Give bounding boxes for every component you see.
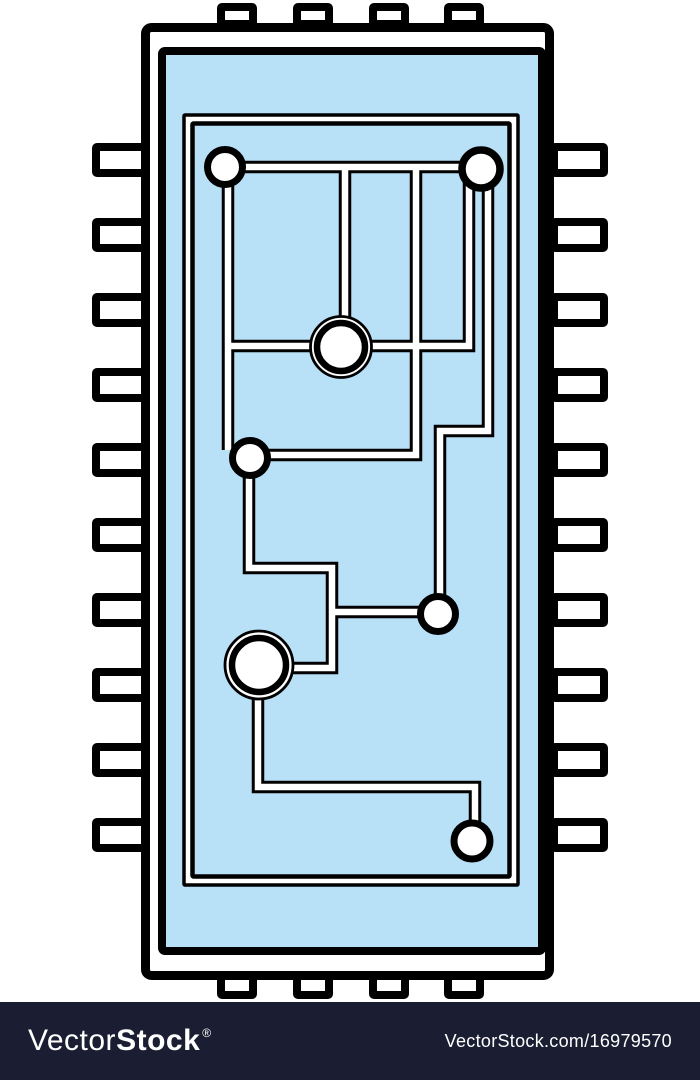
trace-node2-step-to-node5 <box>436 182 492 605</box>
chip-pin-top <box>444 3 484 28</box>
chip-pin-top <box>369 3 409 28</box>
node-top-left <box>204 146 246 188</box>
chip-pin-left <box>92 218 150 252</box>
node-mid-left <box>229 437 271 479</box>
chip-pin-left <box>92 293 150 327</box>
node-top-right <box>458 146 504 192</box>
node-bottom-right <box>450 819 494 863</box>
chip-pin-right <box>550 743 608 777</box>
image-credit-url: VectorStock.com/16979570 <box>444 1030 672 1051</box>
chip-pin-right <box>550 143 608 177</box>
chip-pin-right <box>550 593 608 627</box>
chip-pin-right <box>550 218 608 252</box>
logo-text-bold: Stock <box>116 1024 201 1057</box>
chip-pin-top <box>217 3 257 28</box>
chip-pin-right <box>550 293 608 327</box>
chip-pin-left <box>92 743 150 777</box>
chip-pin-left <box>92 593 150 627</box>
chip-pin-right <box>550 443 608 477</box>
logo-text-light: Vector <box>28 1024 117 1057</box>
trace-mid-horizontal-up-right <box>228 182 473 350</box>
trace-node6-to-node7 <box>254 692 479 828</box>
trace-top-down-to-node4 <box>262 167 420 459</box>
chip-pin-left <box>92 143 150 177</box>
chip-pin-left <box>92 443 150 477</box>
chip-pin-left <box>92 668 150 702</box>
chip-pin-right <box>550 518 608 552</box>
chip-pin-right <box>550 368 608 402</box>
trace-node4-to-node6 <box>245 468 336 672</box>
chip-pin-right <box>550 668 608 702</box>
chip-pin-left <box>92 818 150 852</box>
chip-pin-top <box>293 3 333 28</box>
chip-illustration <box>92 3 608 999</box>
chip-pin-right <box>550 818 608 852</box>
node-center-large-inner-ring <box>313 319 369 375</box>
node-mid-right <box>417 593 459 635</box>
chip-pin-left <box>92 518 150 552</box>
node-lower-left-large-inner-ring <box>228 634 290 696</box>
registered-trademark-icon: ® <box>202 1026 212 1040</box>
chip-pin-left <box>92 368 150 402</box>
